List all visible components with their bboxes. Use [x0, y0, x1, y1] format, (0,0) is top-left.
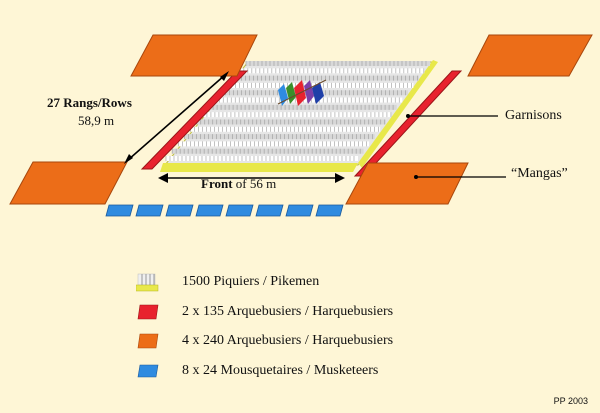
pike-row — [202, 112, 392, 118]
musketeer-block — [105, 204, 134, 217]
pike-row — [233, 75, 419, 81]
red-block-icon — [137, 304, 159, 320]
front-label-rest: of 56 m — [232, 176, 277, 191]
pike-row — [196, 119, 386, 125]
legend-row-harquebusiers-garrison: 2 x 135 Arquebusiers / Harquebusiers — [136, 300, 393, 324]
legend-text-pikemen: 1500 Piquiers / Pikemen — [182, 274, 320, 289]
musketeer-block — [315, 204, 344, 217]
pike-square-right-edge — [358, 60, 438, 168]
credit: PP 2003 — [553, 396, 588, 406]
rows-value: 58,9 m — [78, 113, 115, 128]
mangas-label: “Mangas” — [511, 166, 568, 181]
musketeer-block — [285, 204, 314, 217]
front-arrowhead-left — [158, 173, 168, 183]
rows-arrow — [127, 74, 226, 161]
legend-text-musketeers: 8 x 24 Mousquetaires / Musketeers — [182, 363, 379, 378]
legend-text-harquebusiers-garrison: 2 x 135 Arquebusiers / Harquebusiers — [182, 304, 394, 319]
pike-row — [184, 134, 375, 140]
pike-row — [190, 126, 381, 132]
legend-row-harquebusiers-mangas: 4 x 240 Arquebusiers / Harquebusiers — [136, 329, 393, 353]
front-arrowhead-right — [335, 173, 345, 183]
legend-row-musketeers: 8 x 24 Mousquetaires / Musketeers — [136, 359, 378, 383]
musketeer-block — [165, 204, 194, 217]
rows-arrowhead-bottom — [124, 154, 133, 164]
pike-rows — [165, 61, 430, 161]
pike-row — [239, 68, 425, 74]
rows-arrowhead-top — [220, 71, 229, 81]
manga-bottom-left — [9, 161, 128, 205]
musketeer-block — [195, 204, 224, 217]
pike-row — [209, 104, 397, 110]
garrison-left — [140, 70, 249, 170]
pike-row — [178, 141, 370, 147]
pike-row — [172, 148, 364, 154]
musketeer-blocks — [105, 204, 344, 217]
pike-square-front-edge — [160, 163, 358, 172]
banners — [277, 79, 327, 106]
front-label-bold: Front — [201, 176, 233, 191]
legend-text-harquebusiers-mangas: 4 x 240 Arquebusiers / Harquebusiers — [182, 333, 394, 348]
musketeer-block — [255, 204, 284, 217]
manga-top-left — [130, 34, 258, 77]
legend-row-pikemen: 1500 Piquiers / Pikemen — [136, 270, 319, 294]
manga-bottom-right — [345, 162, 469, 205]
orange-block-icon — [137, 333, 159, 349]
pike-block-icon — [136, 273, 159, 292]
musketeer-block — [135, 204, 164, 217]
front-label: Front of 56 m — [201, 176, 276, 192]
manga-top-right — [467, 34, 593, 77]
rows-title: 27 Rangs/Rows — [47, 95, 132, 110]
blue-block-icon — [137, 364, 159, 378]
garnisons-label: Garnisons — [505, 108, 562, 123]
musketeer-block — [225, 204, 254, 217]
